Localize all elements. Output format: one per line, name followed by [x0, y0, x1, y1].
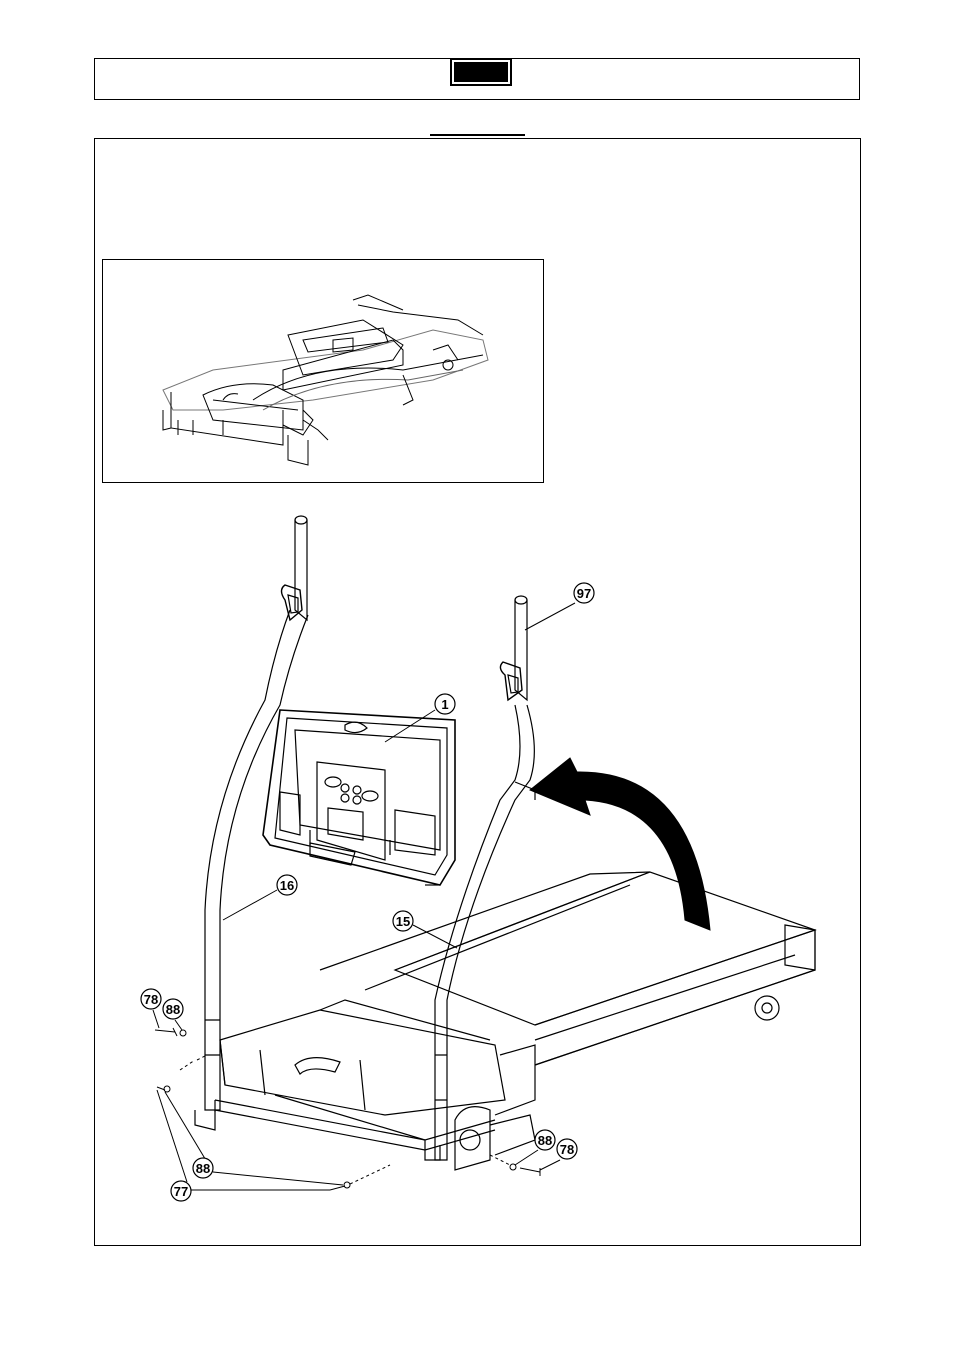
callout-88-lower: 88 [165, 1092, 343, 1185]
part-callouts: 97 1 16 15 78 88 [141, 583, 594, 1201]
folded-treadmill-inset [102, 259, 544, 483]
svg-text:78: 78 [144, 992, 158, 1007]
svg-text:78: 78 [560, 1142, 574, 1157]
fold-arrow [530, 758, 710, 930]
svg-text:88: 88 [538, 1133, 552, 1148]
svg-text:16: 16 [280, 878, 294, 893]
svg-text:88: 88 [166, 1002, 180, 1017]
console-assembly [263, 710, 455, 885]
treadmill-deck [195, 872, 815, 1170]
svg-text:97: 97 [577, 586, 591, 601]
svg-text:88: 88 [196, 1161, 210, 1176]
callout-15: 15 [393, 911, 457, 948]
callout-16: 16 [223, 875, 297, 920]
callout-88-left: 88 [163, 999, 183, 1030]
header-tab-marker [450, 58, 512, 86]
folded-treadmill-illustration [103, 260, 544, 483]
svg-text:1: 1 [441, 697, 448, 712]
right-upright [435, 596, 535, 1160]
callout-77: 77 [157, 1090, 330, 1201]
title-underline [430, 134, 525, 136]
svg-text:15: 15 [396, 914, 410, 929]
callout-78-left: 78 [141, 989, 161, 1028]
callout-97: 97 [525, 583, 594, 630]
callout-88-right: 88 [515, 1130, 555, 1165]
curved-arrow-icon [530, 758, 710, 930]
treadmill-assembly-drawing: 97 1 16 15 78 88 [95, 500, 860, 1240]
left-upright [205, 516, 308, 1110]
svg-text:77: 77 [174, 1184, 188, 1199]
header-box [94, 58, 860, 100]
